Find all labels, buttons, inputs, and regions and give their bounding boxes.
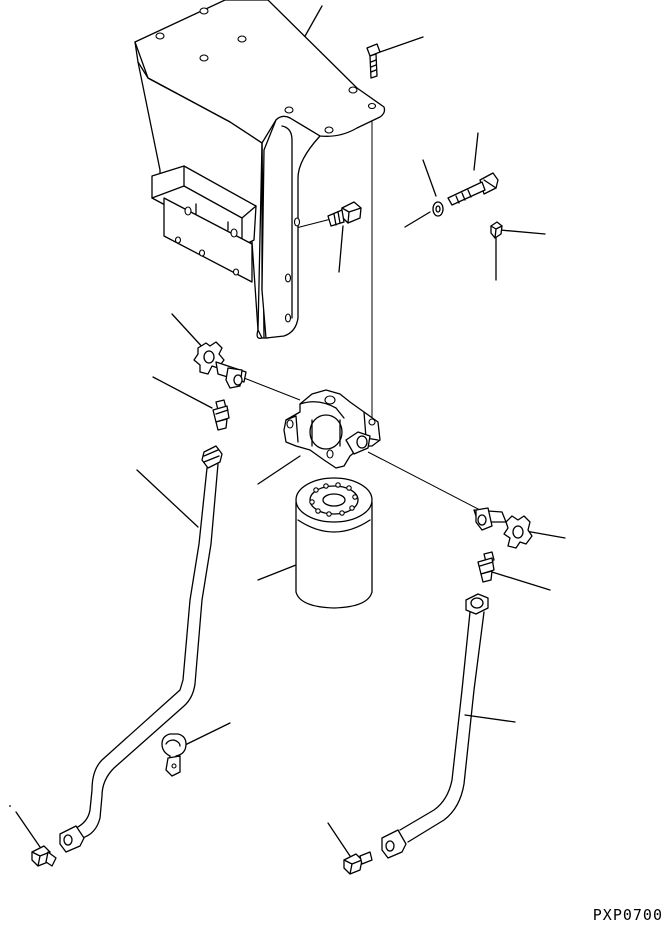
filter-head-icon: [284, 390, 380, 468]
bracket-bolt-icon: [367, 44, 380, 78]
clip-icon: [162, 734, 186, 776]
mounting-bracket-icon: [135, 0, 385, 338]
leader-lines: [9, 6, 565, 856]
drawing-code: PXP0700: [592, 906, 663, 924]
long-bolt-icon: [448, 173, 498, 205]
left-valve-icon: [194, 342, 246, 388]
filter-cartridge-icon: [296, 478, 372, 608]
right-end-fitting-icon: [344, 852, 372, 874]
right-hose-icon: [382, 594, 488, 858]
left-end-fitting-icon: [32, 846, 56, 866]
washer-icon: [433, 202, 443, 216]
left-hose-icon: [60, 446, 222, 852]
right-valve-icon: [474, 508, 532, 548]
nut-icon: [491, 222, 502, 238]
elbow-fitting-icon: [328, 202, 361, 226]
left-nipple-icon: [213, 400, 229, 430]
right-nipple-icon: [478, 552, 494, 582]
